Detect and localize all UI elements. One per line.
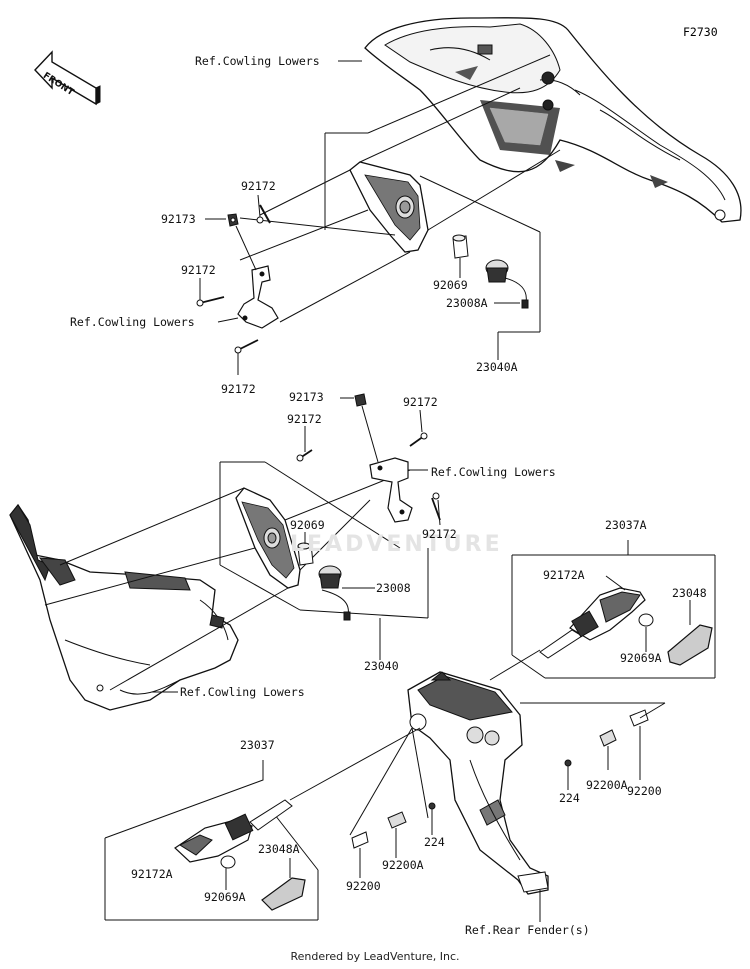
label-ref-rear-fender: Ref.Rear Fender(s) [465, 923, 590, 937]
label-23037: 23037 [240, 738, 275, 752]
label-92069A-right: 92069A [620, 651, 662, 665]
label-23040A: 23040A [476, 360, 518, 374]
label-ref-cowling-lowers-top: Ref.Cowling Lowers [195, 54, 320, 68]
label-92069-a: 92069 [433, 278, 468, 292]
socket-23008A [485, 259, 529, 309]
bulb-92069A [638, 613, 654, 627]
label-92069A-left: 92069A [204, 890, 246, 904]
bulb-92069 [452, 234, 469, 259]
bolt-92172-lower [296, 432, 441, 521]
rear-signal-23037A [539, 587, 646, 659]
front-arrow-icon [34, 50, 101, 106]
label-23008A: 23008A [446, 296, 488, 310]
label-92173-b: 92173 [289, 390, 324, 404]
bolt-92172 [196, 204, 271, 354]
label-224-left: 224 [424, 835, 445, 849]
small-parts-right [564, 709, 649, 767]
clip-92173 [227, 213, 239, 227]
label-23048: 23048 [672, 586, 707, 600]
label-92172-d: 92172 [403, 395, 438, 409]
footer-credit: Rendered by LeadVenture, Inc. [290, 950, 460, 963]
rear-fender-bracket [407, 671, 549, 895]
label-92069-b: 92069 [290, 518, 325, 532]
lower-mount-bracket [369, 457, 428, 523]
label-92172-e: 92172 [287, 412, 322, 426]
label-92200-right: 92200 [627, 784, 662, 798]
front-signal-housing-left [235, 487, 301, 589]
label-92200-left: 92200 [346, 879, 381, 893]
lens-23048A [261, 877, 306, 911]
watermark: LEADVENTURE [290, 532, 503, 557]
label-92172-f: 92172 [422, 527, 457, 541]
bulb-92069-lower [297, 542, 314, 566]
label-ref-cowling-lowers-upper: Ref.Cowling Lowers [70, 315, 195, 329]
label-92172A-left: 92172A [131, 867, 173, 881]
label-23040: 23040 [364, 659, 399, 673]
label-224-right: 224 [559, 791, 580, 805]
rear-signal-23037 [174, 799, 293, 863]
label-92173-a: 92173 [161, 212, 196, 226]
figure-code: F2730 [683, 25, 718, 39]
label-92172-b: 92172 [181, 263, 216, 277]
upper-mount-bracket [217, 265, 279, 329]
label-23048A: 23048A [258, 842, 300, 856]
lower-cowling-shape [9, 503, 239, 711]
label-92200A-right: 92200A [586, 778, 628, 792]
label-ref-cowling-lowers-bottom: Ref.Cowling Lowers [180, 685, 305, 699]
small-parts-left [351, 802, 436, 849]
label-ref-cowling-lowers-middle: Ref.Cowling Lowers [431, 465, 556, 479]
lens-23048 [667, 624, 713, 666]
bulb-92069A-left [220, 855, 236, 869]
clip-92173-lower [354, 393, 367, 407]
label-92200A-left: 92200A [382, 858, 424, 872]
front-signal-housing-right [349, 161, 429, 253]
socket-23008 [318, 565, 351, 621]
upper-cowling-shape [364, 17, 742, 223]
label-92172A-right: 92172A [543, 568, 585, 582]
label-23008: 23008 [376, 581, 411, 595]
label-23037A: 23037A [605, 518, 647, 532]
label-92172-a: 92172 [241, 179, 276, 193]
label-92172-c: 92172 [221, 382, 256, 396]
